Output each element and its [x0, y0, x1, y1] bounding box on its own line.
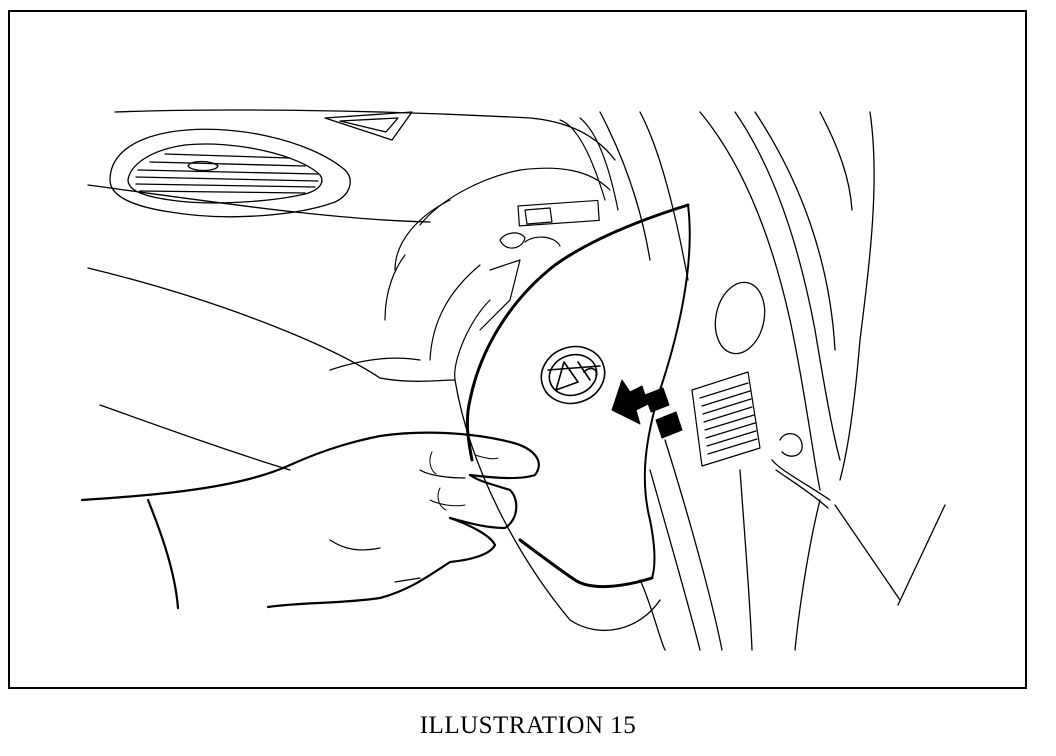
side-panel-grommet: [714, 281, 766, 355]
direction-arrow-icon: [611, 379, 683, 439]
door-latch: [771, 433, 831, 509]
defroster-vent: [324, 111, 413, 141]
illustration-frame: [8, 10, 1027, 689]
figure-caption: ILLUSTRATION 15: [419, 712, 637, 739]
line-drawing: [80, 109, 946, 651]
instrument-panel-area: [384, 117, 619, 381]
airbag-emblem: [540, 345, 606, 405]
dashboard-outline: [87, 109, 616, 471]
hand: [80, 431, 540, 610]
door-pillar: [599, 111, 946, 651]
warning-label: [691, 371, 761, 467]
side-cover-panel: [454, 203, 691, 651]
air-vent: [109, 128, 351, 218]
